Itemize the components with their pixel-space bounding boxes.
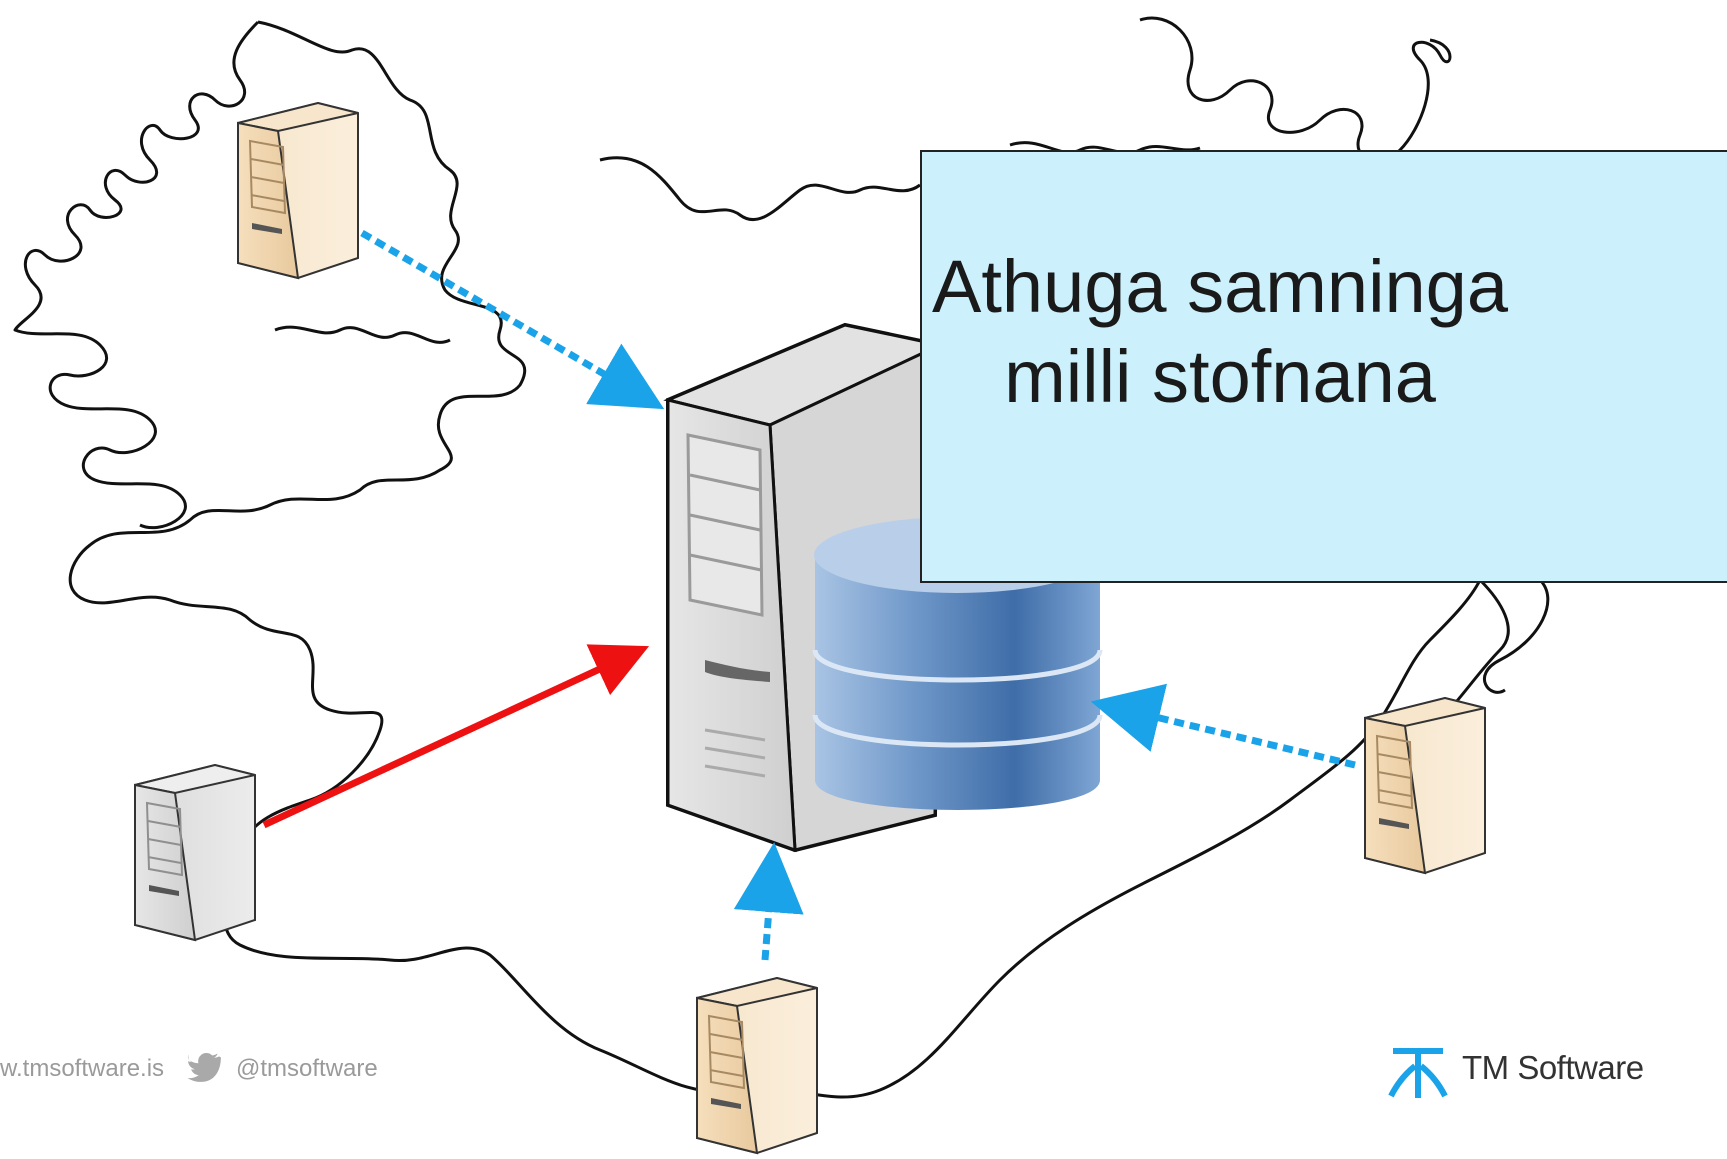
tm-software-logo-icon — [1388, 1048, 1448, 1098]
brand-name: TM Software — [1462, 1049, 1644, 1086]
footer-twitter-handle[interactable]: @tmsoftware — [236, 1055, 378, 1082]
dotted-arrow-northwest — [360, 229, 665, 410]
server-west-grey — [134, 763, 256, 942]
callout-text: Athuga samninga milli stofnana — [820, 242, 1620, 422]
server-east — [1364, 696, 1486, 875]
server-northwest — [237, 101, 359, 280]
twitter-bird-icon — [187, 1053, 221, 1082]
dotted-arrow-south — [733, 842, 804, 961]
footer-website[interactable]: w.tmsoftware.is — [0, 1055, 165, 1082]
callout-line-2: milli stofnana — [1004, 334, 1436, 418]
callout-box: Athuga samninga milli stofnana — [920, 150, 1727, 583]
server-south — [696, 976, 818, 1155]
dotted-arrow-east — [1090, 683, 1356, 769]
callout-line-1: Athuga samninga — [932, 244, 1508, 328]
solid-arrow-west — [262, 644, 650, 829]
iceland-map-outline — [13, 16, 1550, 1099]
